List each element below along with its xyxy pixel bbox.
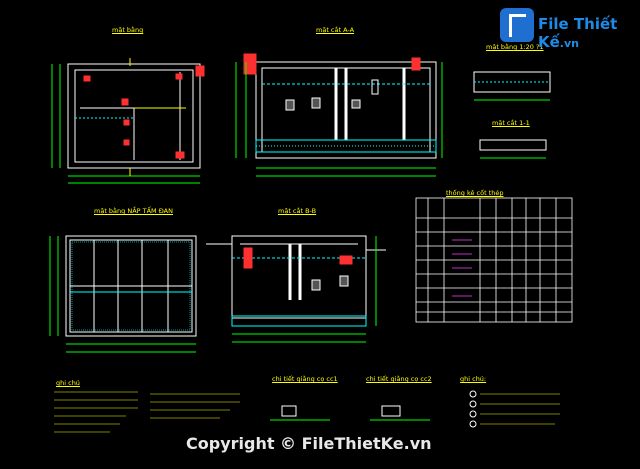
section-bb-view: [206, 235, 386, 343]
notes-lines: [54, 391, 560, 433]
detail-cc-views: [270, 390, 477, 428]
section-1-1-title: mặt cắt 1-1: [492, 119, 530, 127]
table-title: thống kê cốt thép: [446, 189, 504, 197]
steel-schedule-table: [415, 197, 573, 323]
notes-title-2: ghi chú:: [460, 375, 487, 383]
section-aa-title: mặt cắt A-A: [316, 26, 355, 34]
cover-plan-title: mặt bằng NẮP TẤM ĐAN: [94, 207, 173, 215]
section-bb-title: mặt cắt B-B: [278, 207, 317, 215]
plan-view: [51, 58, 205, 184]
plan-title: mặt bằng: [112, 26, 144, 34]
file-icon: [500, 8, 534, 42]
brand-name: File Thiết Kế: [538, 15, 618, 51]
section-aa-view: [235, 53, 443, 177]
brand-tld: .vn: [559, 37, 579, 50]
plan-1-1-title: mặt bằng 1:20 ?1: [486, 43, 544, 51]
detail-plan-small: [473, 71, 551, 159]
brand-logo: File Thiết Kế.vn: [500, 8, 640, 51]
copyright-watermark: Copyright © FileThietKe.vn: [186, 434, 432, 453]
notes-title: ghi chú: [56, 379, 80, 387]
detail-cc2-title: chi tiết giằng cọ cc2: [366, 375, 432, 383]
cover-plan-view: [49, 235, 197, 353]
detail-cc1-title: chi tiết giằng cọ cc1: [272, 375, 338, 383]
